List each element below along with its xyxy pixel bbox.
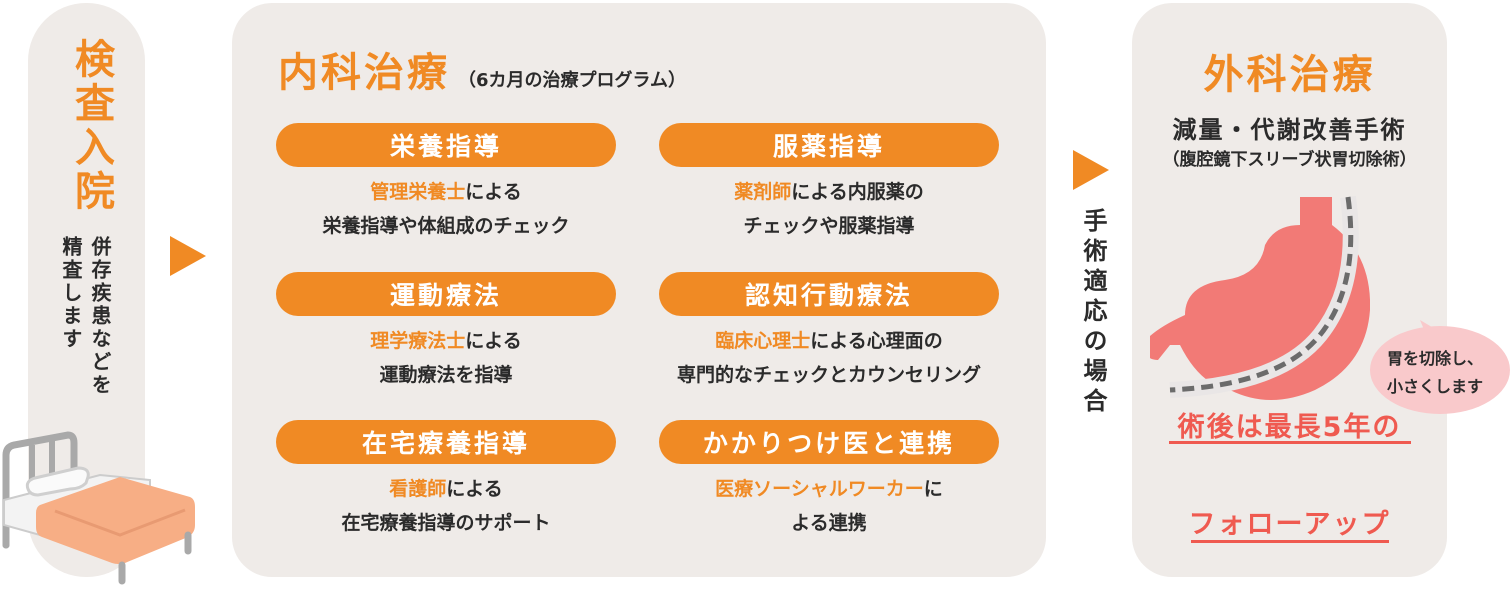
- exam-desc-col1: 併存疾患などを: [88, 236, 112, 397]
- pill-family-doctor: かかりつけ医と連携: [659, 420, 999, 464]
- pill-home-care: 在宅療養指導: [276, 420, 616, 464]
- pill-exercise: 運動療法: [276, 272, 616, 316]
- desc-text: に: [923, 478, 943, 500]
- speech-bubble: [1370, 320, 1510, 414]
- desc-text: による: [465, 330, 522, 352]
- desc-medication: 薬剤師による内服薬のチェックや服薬指導: [659, 175, 999, 243]
- exam-admission-title: 検査入院: [68, 38, 114, 214]
- followup-line1: 術後は最長5年の: [1177, 412, 1402, 443]
- pill-medication: 服薬指導: [659, 123, 999, 167]
- underline: [1191, 540, 1389, 543]
- desc-line2: 専門的なチェックとカウンセリング: [676, 364, 981, 386]
- surgery-title: 外科治療: [1203, 52, 1376, 98]
- desc-home-care: 看護師による在宅療養指導のサポート: [276, 472, 616, 540]
- desc-highlight: 医療ソーシャルワーカー: [715, 478, 924, 500]
- arrow-right-icon: [1073, 150, 1109, 190]
- desc-line2: よる連携: [791, 512, 867, 534]
- pill-cbt: 認知行動療法: [659, 272, 999, 316]
- medical-title-row: 内科治療 （6カ月の治療プログラム）: [278, 40, 686, 98]
- medical-title: 内科治療: [278, 50, 450, 96]
- desc-text: による: [465, 181, 522, 203]
- bubble-text: 胃を切除し、小さくします: [1365, 345, 1505, 401]
- desc-line2: 在宅療養指導のサポート: [341, 512, 551, 534]
- exam-desc-col2: 精査します: [59, 236, 83, 351]
- desc-family-doctor: 医療ソーシャルワーカーによる連携: [659, 472, 999, 540]
- surgery-procedure-detail: （腹腔鏡下スリーブ状胃切除術）: [1162, 150, 1417, 170]
- surgery-indication-label: 手術適応の場合: [1079, 208, 1107, 418]
- arrow-right-icon: [170, 236, 206, 276]
- underline: [1169, 441, 1411, 444]
- desc-highlight: 管理栄養士: [370, 181, 466, 203]
- desc-highlight: 薬剤師: [734, 181, 792, 203]
- bed-illustration: [2, 431, 195, 585]
- followup-line2: フォローアップ: [1188, 509, 1391, 540]
- desc-highlight: 理学療法士: [370, 330, 466, 352]
- desc-highlight: 臨床心理士: [715, 330, 811, 352]
- bubble-line1: 胃を切除し、: [1386, 349, 1483, 368]
- desc-text: による心理面の: [810, 330, 943, 352]
- medical-subtitle: （6カ月の治療プログラム）: [458, 70, 686, 91]
- pill-nutrition: 栄養指導: [276, 123, 616, 167]
- desc-text: による: [446, 478, 503, 500]
- desc-highlight: 看護師: [389, 478, 447, 500]
- desc-line2: 運動療法を指導: [379, 364, 513, 386]
- desc-nutrition: 管理栄養士による栄養指導や体組成のチェック: [276, 175, 616, 243]
- desc-exercise: 理学療法士による運動療法を指導: [276, 324, 616, 392]
- desc-text: による内服薬の: [791, 181, 924, 203]
- desc-line2: 栄養指導や体組成のチェック: [322, 215, 570, 237]
- stomach-illustration: [1150, 195, 1370, 400]
- surgery-procedure: 減量・代謝改善手術: [1172, 116, 1407, 144]
- bubble-line2: 小さくします: [1386, 377, 1483, 396]
- desc-line2: チェックや服薬指導: [743, 215, 915, 237]
- desc-cbt: 臨床心理士による心理面の専門的なチェックとカウンセリング: [639, 324, 1019, 392]
